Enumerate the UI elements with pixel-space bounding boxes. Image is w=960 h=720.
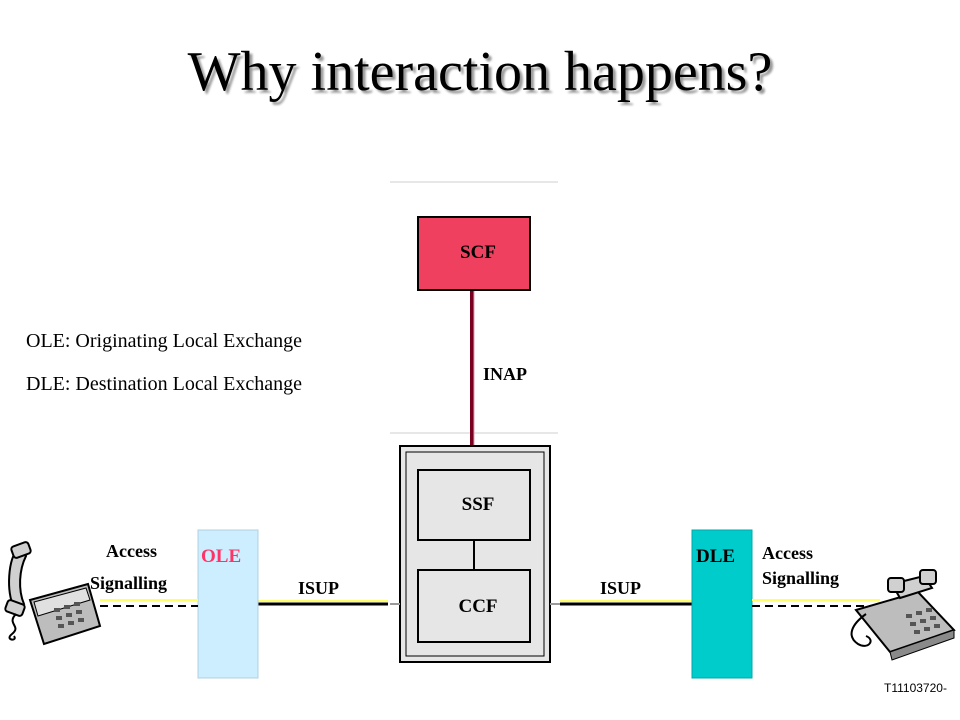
legend-ole: OLE: Originating Local Exchange — [26, 330, 303, 352]
telephone-icon — [850, 569, 956, 661]
dle-box — [691, 529, 753, 679]
ccf-label: CCF — [458, 596, 498, 617]
inap-label: INAP — [483, 364, 527, 384]
telephone-icon — [4, 541, 102, 646]
scf-box — [417, 216, 531, 291]
switch-frame-inner — [405, 451, 545, 657]
ccf-box — [417, 569, 531, 643]
access-right-label-line2: Signalling — [762, 568, 840, 588]
slide-title: Why interaction happens? — [187, 41, 773, 103]
ssf-box — [417, 469, 531, 541]
ssf-label: SSF — [461, 494, 495, 515]
isup-right-label: ISUP — [600, 578, 642, 598]
dle-label: DLE — [696, 546, 736, 567]
scf-label: SCF — [460, 242, 496, 263]
access-left-label-line2: Signalling — [90, 573, 168, 593]
isup-left-label: ISUP — [298, 578, 340, 598]
ole-box — [197, 529, 259, 679]
slide-code: T11103720- — [884, 681, 947, 695]
legend-dle: DLE: Destination Local Exchange — [26, 373, 303, 395]
ole-label: OLE — [201, 546, 242, 567]
access-right-label-line1: Access — [762, 543, 813, 563]
access-left-label-line1: Access — [106, 541, 157, 561]
